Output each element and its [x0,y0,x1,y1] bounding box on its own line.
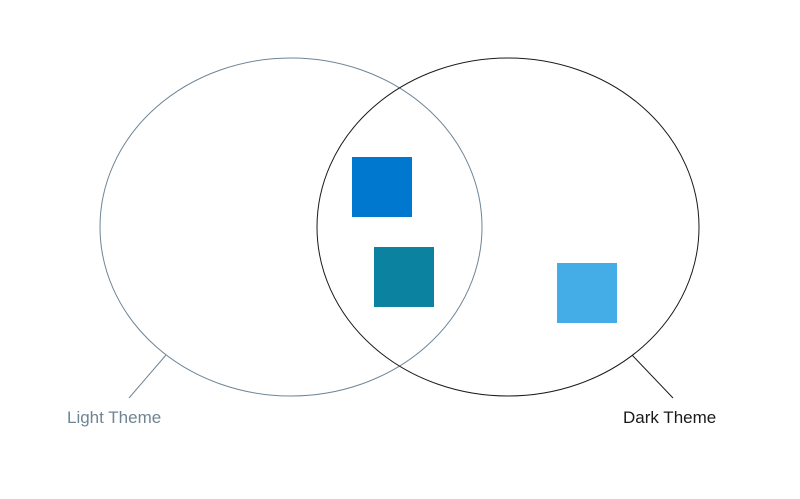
light-theme-label: Light Theme [67,408,161,427]
light-theme-leader-line [128,354,167,399]
light-theme-circle [99,57,483,397]
dark-theme-circle [316,57,700,397]
color-swatch-light-blue [557,263,617,323]
color-swatch-blue [352,157,412,217]
color-swatch-teal [374,247,434,307]
dark-theme-label: Dark Theme [623,408,716,427]
dark-theme-leader-line [631,354,674,399]
